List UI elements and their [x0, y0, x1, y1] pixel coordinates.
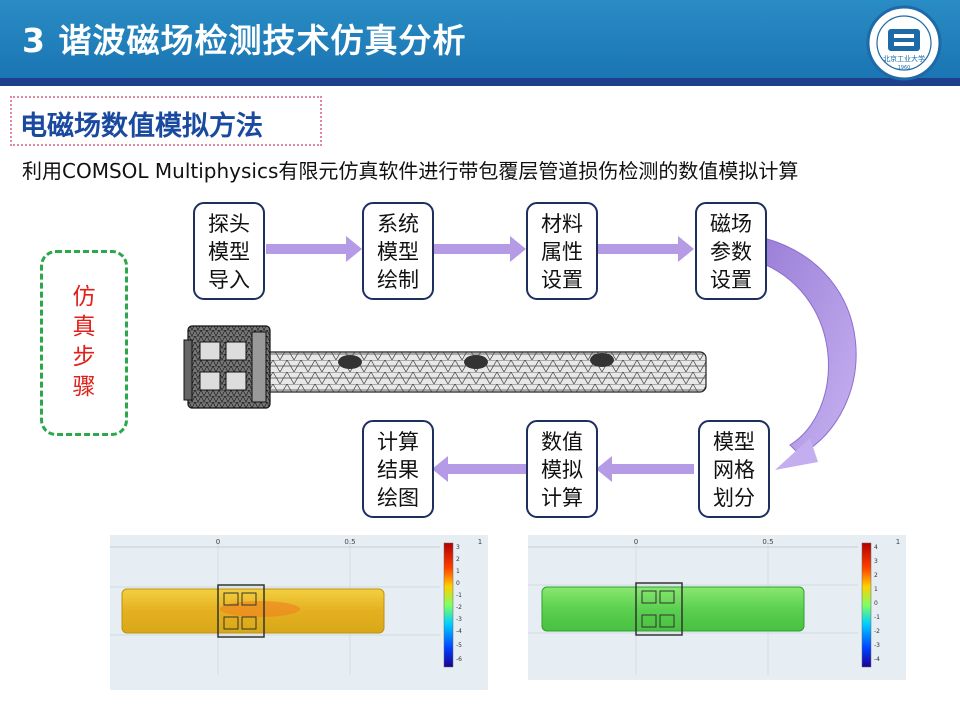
- colorbar-tick: -4: [456, 628, 462, 635]
- step-line: 参数: [710, 240, 752, 264]
- step-line: 材料: [541, 212, 583, 236]
- step-line: 绘制: [377, 268, 419, 292]
- colorbar-tick: -1: [456, 592, 462, 599]
- step-field-params: 磁场 参数 设置: [695, 202, 767, 300]
- step-line: 设置: [541, 268, 583, 292]
- colorbar-tick: -2: [456, 604, 462, 611]
- logo-text: 北京工业大学: [883, 54, 925, 63]
- steps-label-char: 步: [72, 344, 96, 370]
- axis-tick: 0.5: [762, 538, 773, 546]
- arrow-right: [598, 236, 694, 262]
- colorbar-tick: 0: [874, 600, 878, 607]
- sim-result-right: 0 0.5 1 4 3 2 1 0 -1 -2 -3 -4: [528, 535, 906, 680]
- colorbar-tick: 3: [874, 558, 878, 565]
- axis-tick: 0: [634, 538, 638, 546]
- step-line: 模型: [208, 240, 250, 264]
- colorbar-tick: 2: [874, 572, 878, 579]
- colorbar-tick: -5: [456, 642, 462, 649]
- step-material-props: 材料 属性 设置: [526, 202, 598, 300]
- axis-tick: 0: [216, 538, 220, 546]
- step-line: 计算: [377, 430, 419, 454]
- colorbar-tick: 1: [456, 568, 460, 575]
- step-line: 导入: [208, 268, 250, 292]
- header-underline: [0, 78, 960, 86]
- step-numerical-calc: 数值 模拟 计算: [526, 420, 598, 518]
- arrow-right: [432, 236, 526, 262]
- colorbar-tick: 3: [456, 544, 460, 551]
- step-line: 结果: [377, 458, 419, 482]
- steps-label-char: 仿: [72, 284, 96, 310]
- colorbar-tick: -1: [874, 614, 880, 621]
- sim-result-left: 0 0.5 1 3 2 1 0 -1 -2 -3 -4 -5 -6: [110, 535, 488, 690]
- step-line: 设置: [710, 268, 752, 292]
- step-line: 属性: [541, 240, 583, 264]
- colorbar-tick: 0: [456, 580, 460, 587]
- step-line: 计算: [541, 486, 583, 510]
- steps-label-frame: [40, 250, 128, 436]
- colorbar-tick: -6: [456, 656, 462, 663]
- step-line: 网格: [713, 458, 755, 482]
- step-line: 磁场: [710, 212, 752, 236]
- arrow-left: [596, 456, 694, 482]
- step-line: 划分: [713, 486, 755, 510]
- step-line: 模型: [377, 240, 419, 264]
- logo-year: 1960: [898, 65, 911, 71]
- page-title: 3 谐波磁场检测技术仿真分析: [22, 21, 467, 60]
- colorbar-tick: -4: [874, 656, 880, 663]
- colorbar-tick: -3: [874, 642, 880, 649]
- curved-arrow-down: [763, 237, 857, 456]
- pipe-mesh-model: [183, 325, 707, 409]
- step-mesh: 模型 网格 划分: [698, 420, 770, 518]
- arrow-right: [266, 236, 362, 262]
- colorbar-tick: -3: [456, 616, 462, 623]
- subtitle-frame: [10, 96, 322, 146]
- step-line: 数值: [541, 430, 583, 454]
- colorbar-tick: 1: [874, 586, 878, 593]
- axis-tick: 1: [896, 538, 900, 546]
- description-text: 利用COMSOL Multiphysics有限元仿真软件进行带包覆层管道损伤检测…: [22, 159, 799, 183]
- header-bar: [0, 0, 960, 78]
- arrow-left: [432, 456, 526, 482]
- curved-arrowhead: [775, 438, 818, 470]
- step-line: 模型: [713, 430, 755, 454]
- steps-label-char: 骤: [72, 374, 96, 400]
- step-line: 系统: [377, 212, 419, 236]
- colorbar-tick: -2: [874, 628, 880, 635]
- step-line: 绘图: [377, 486, 419, 510]
- step-probe-import: 探头 模型 导入: [193, 202, 265, 300]
- colorbar-tick: 4: [874, 544, 878, 551]
- step-system-model: 系统 模型 绘制: [362, 202, 434, 300]
- step-line: 探头: [208, 212, 250, 236]
- colorbar-tick: 2: [456, 556, 460, 563]
- axis-tick: 0.5: [344, 538, 355, 546]
- section-subtitle: 电磁场数值模拟方法: [20, 111, 263, 142]
- steps-label-char: 真: [72, 314, 96, 340]
- step-line: 模拟: [541, 458, 583, 482]
- university-logo-icon: 北京工业大学 1960: [866, 5, 942, 81]
- step-result-plot: 计算 结果 绘图: [362, 420, 434, 518]
- axis-tick: 1: [478, 538, 482, 546]
- steps-label: 仿 真 步 骤: [40, 282, 128, 402]
